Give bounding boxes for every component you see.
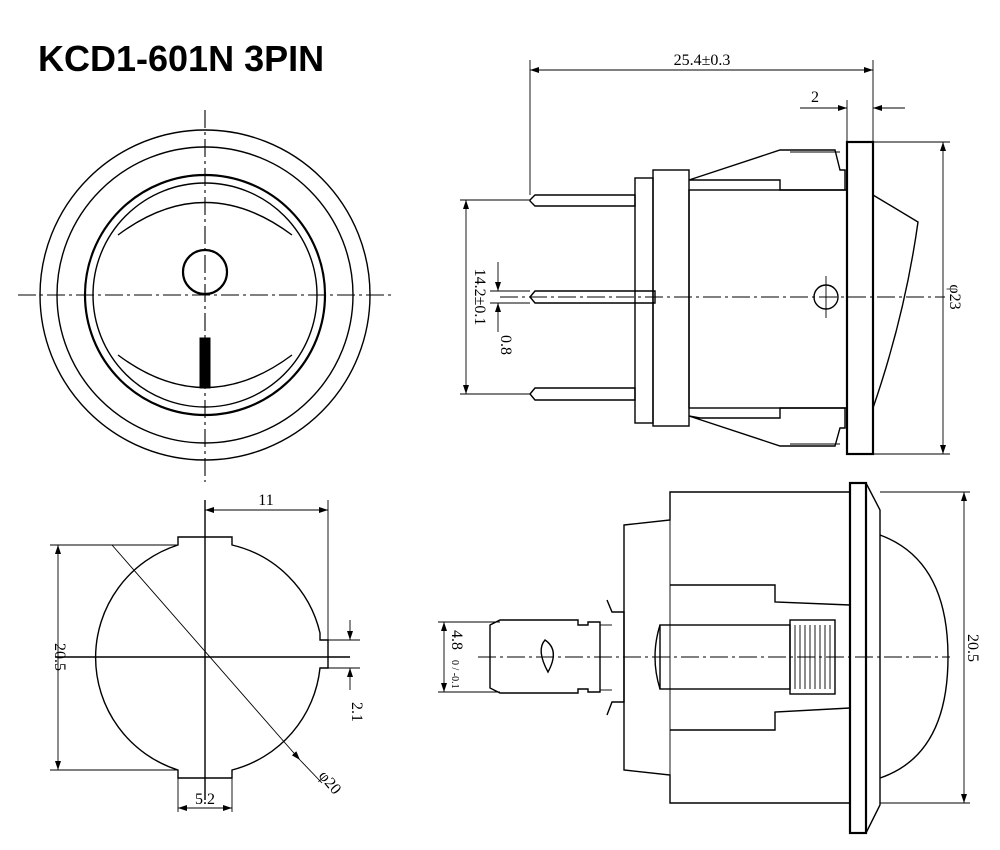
pin-bottom bbox=[529, 387, 636, 401]
dim-pin-thickness: 0.8 bbox=[497, 335, 514, 355]
dim-overall-length: 25.4±0.3 bbox=[674, 52, 731, 69]
terminal bbox=[489, 619, 601, 694]
panel-cutout-view: φ20 11 20.5 2.1 5.2 bbox=[50, 492, 365, 812]
dim-key-width: 5.2 bbox=[195, 791, 215, 808]
dim-terminal-tolerance: 0 / -0.1 bbox=[449, 660, 460, 689]
dim-mount-width: 11 bbox=[258, 492, 273, 509]
dim-pin-span: 14.2±0.1 bbox=[471, 269, 488, 326]
profile-view: 4.8 0 / -0.1 20.5 bbox=[438, 481, 981, 835]
dim-terminal-width: 4.8 bbox=[448, 630, 465, 650]
dim-body-height: 20.5 bbox=[964, 634, 981, 662]
dim-mount-height: 20.5 bbox=[51, 643, 68, 671]
dim-mount-diameter: φ20 bbox=[315, 768, 344, 798]
pin-top bbox=[529, 194, 636, 207]
dim-front-diameter: φ23 bbox=[946, 284, 963, 309]
side-view: 25.4±0.3 2 14.2±0.1 0.8 φ23 bbox=[460, 52, 963, 456]
part-title: KCD1-601N 3PIN bbox=[38, 38, 325, 79]
cutout-outline bbox=[94, 536, 329, 779]
dim-flange: 2 bbox=[811, 89, 819, 106]
dim-key-depth: 2.1 bbox=[348, 702, 365, 722]
front-view bbox=[18, 110, 395, 482]
